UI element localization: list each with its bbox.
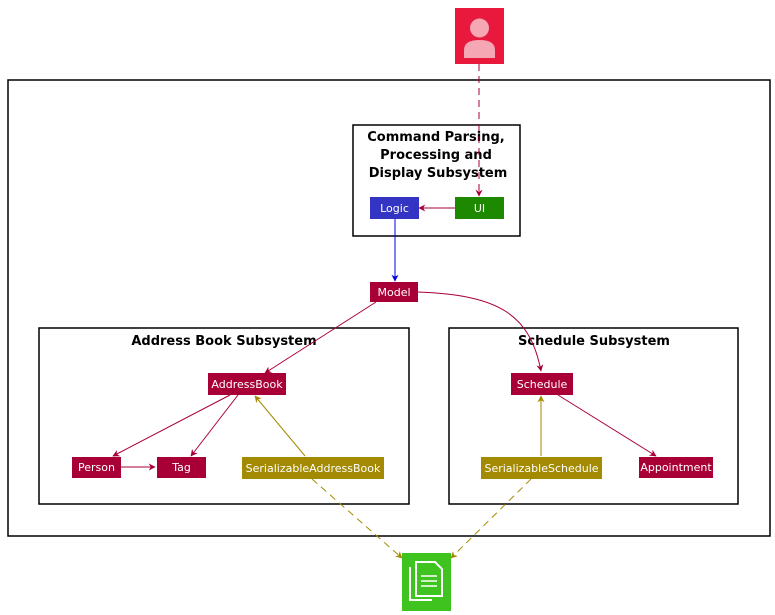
arrow-model-to-schedule <box>417 291 544 372</box>
component-addressbook-label: AddressBook <box>211 378 283 391</box>
component-tag-label: Tag <box>171 461 191 474</box>
arrow-schedule-to-appointment <box>557 394 657 457</box>
component-serializable-schedule-label: SerializableSchedule <box>484 462 598 475</box>
component-ui-label: UI <box>474 202 485 215</box>
component-appointment: Appointment <box>639 457 713 478</box>
arrow-serializable-schedule-to-storage <box>450 478 532 559</box>
package-command-title-line-3: Display Subsystem <box>369 166 508 181</box>
component-schedule-label: Schedule <box>517 378 568 391</box>
component-addressbook: AddressBook <box>208 373 286 395</box>
document-stack-icon <box>402 553 451 611</box>
component-person: Person <box>72 457 121 478</box>
package-command-title-line-2: Processing and <box>380 148 492 163</box>
package-schedule-title: Schedule Subsystem <box>518 334 670 349</box>
user-icon <box>455 8 504 64</box>
arrow-model-to-addressbook <box>264 301 377 374</box>
component-serializable-schedule: SerializableSchedule <box>481 457 602 479</box>
package-command-title-line-1: Command Parsing, <box>367 130 504 145</box>
package-command-subsystem: Command Parsing, Processing and Display … <box>352 124 521 237</box>
component-serializable-address-book-label: SerializableAddressBook <box>246 462 381 475</box>
component-person-label: Person <box>78 461 115 474</box>
component-model: Model <box>370 282 418 302</box>
arrow-serializable-address-book-to-addressbook <box>254 395 306 457</box>
arrow-addressbook-to-person <box>112 394 231 457</box>
component-model-label: Model <box>377 286 410 299</box>
component-appointment-label: Appointment <box>640 461 712 474</box>
component-logic: Logic <box>370 197 419 219</box>
component-serializable-address-book: SerializableAddressBook <box>242 457 384 479</box>
component-tag: Tag <box>157 457 206 478</box>
component-logic-label: Logic <box>380 202 409 215</box>
component-schedule: Schedule <box>511 373 573 395</box>
package-address-book-title: Address Book Subsystem <box>131 334 316 349</box>
component-ui: UI <box>455 197 504 219</box>
arrow-serializable-address-book-to-storage <box>311 478 403 559</box>
arrow-addressbook-to-tag <box>190 394 239 457</box>
